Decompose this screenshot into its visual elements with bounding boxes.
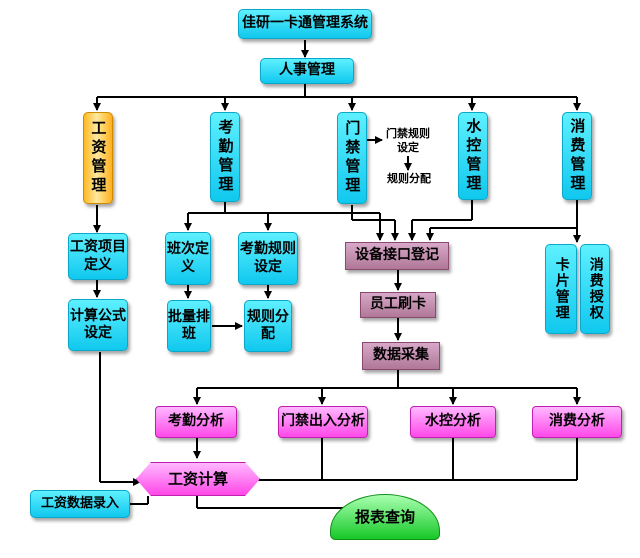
consume-analysis[interactable]: 消费分析 — [532, 406, 622, 438]
attendance-rule-setting[interactable]: 考勤规则设定 — [238, 232, 298, 285]
system-title[interactable]: 佳研一卡通管理系统 — [238, 9, 372, 39]
attendance-analysis[interactable]: 考勤分析 — [155, 406, 237, 438]
data-collection[interactable]: 数据采集 — [362, 342, 440, 370]
access-rule-setting[interactable]: 门禁规则设定 — [386, 127, 430, 154]
employee-card-swipe[interactable]: 员工刷卡 — [360, 292, 436, 318]
formula-setting[interactable]: 计算公式设定 — [68, 299, 128, 351]
hr-management[interactable]: 人事管理 — [260, 58, 354, 84]
payroll-data-input[interactable]: 工资数据录入 — [30, 490, 130, 518]
pay-item-definition[interactable]: 工资项目定义 — [68, 233, 128, 280]
consume-management[interactable]: 消费管理 — [562, 112, 592, 200]
card-management[interactable]: 卡片管理 — [545, 244, 577, 334]
water-analysis[interactable]: 水控分析 — [410, 406, 496, 438]
payroll-management[interactable]: 工资管理 — [83, 112, 113, 204]
attendance-rule-assignment[interactable]: 规则分配 — [244, 300, 292, 352]
access-rule-assignment[interactable]: 规则分配 — [387, 172, 431, 186]
payroll-calculation[interactable]: 工资计算 — [136, 462, 260, 496]
batch-scheduling[interactable]: 批量排班 — [167, 300, 211, 352]
water-management[interactable]: 水控管理 — [458, 112, 488, 200]
device-registration[interactable]: 设备接口登记 — [345, 242, 449, 270]
access-management[interactable]: 门禁管理 — [337, 112, 367, 204]
access-entry-analysis[interactable]: 门禁出入分析 — [278, 406, 368, 438]
consume-authorization[interactable]: 消费授权 — [580, 244, 610, 334]
attendance-management[interactable]: 考勤管理 — [210, 112, 240, 202]
shift-definition[interactable]: 班次定义 — [165, 232, 211, 285]
